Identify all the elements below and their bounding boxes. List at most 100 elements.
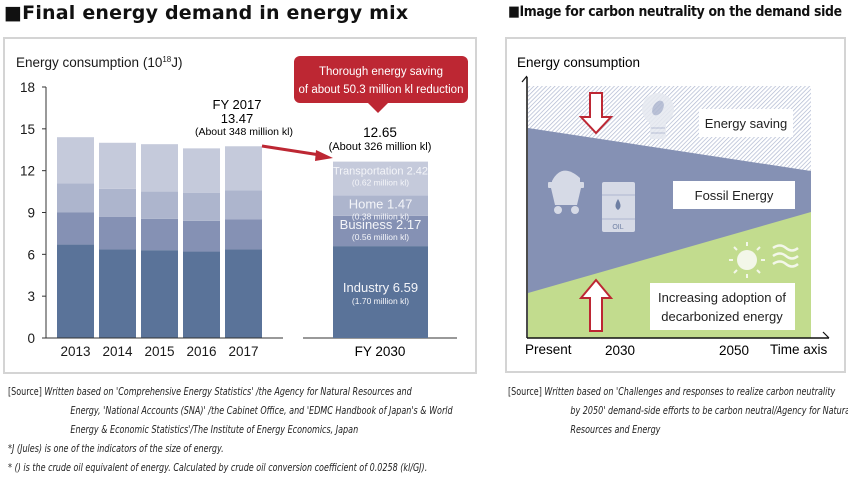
sun-icon <box>729 242 765 278</box>
down-arrow-icon <box>578 92 614 135</box>
y-axis-ticks: 0 3 6 9 12 15 18 <box>20 80 46 346</box>
oil-barrel-icon: OIL <box>602 182 635 232</box>
y-tick-label: 3 <box>27 289 35 304</box>
x-axis-tick-labels: 2013 2014 2015 2016 2017 <box>60 344 258 359</box>
decarbonized-label-line-1: Increasing adoption of <box>658 290 786 305</box>
left-source-line-2: Energy, 'National Accounts (SNA)' /the C… <box>70 405 453 417</box>
bar-home-2016 <box>183 192 220 221</box>
y-axis-label: Energy consumption (1018J) <box>16 55 183 70</box>
decarbonized-label-line-2: decarbonized energy <box>661 309 783 324</box>
callout-line-2: of about 50.3 million kl reduction <box>299 84 464 96</box>
right-source-notes: [Source] Written based on 'Challenges an… <box>508 383 848 440</box>
fy2030-total-annotation: 12.65 (About 326 million kl) <box>329 125 432 153</box>
right-source-line-1: Written based on 'Challenges and respons… <box>544 386 836 398</box>
y-tick-label: 18 <box>20 80 35 95</box>
fy2017-total: 13.47 <box>221 111 254 126</box>
left-section-heading: ■Final energy demand in energy mix <box>4 2 409 24</box>
bar-transportation-2013 <box>57 137 94 184</box>
left-source-line-1: Written based on 'Comprehensive Energy S… <box>44 386 412 398</box>
bar-transportation-2014 <box>99 142 136 189</box>
left-source-line-3: Energy & Economic Statistics'/The Instit… <box>70 424 359 436</box>
fy2017-annotation: FY 2017 13.47 (About 348 million kl) <box>195 97 293 138</box>
arrow-head-icon <box>315 150 333 161</box>
left-note-1: *J (Jules) is one of the indicators of t… <box>8 443 224 455</box>
bar-industry-2013 <box>57 244 94 338</box>
wind-icon <box>772 244 799 268</box>
bar-transportation-2016 <box>183 148 220 193</box>
oil-barrel-label: OIL <box>612 224 623 231</box>
fy2030-total: 12.65 <box>363 125 397 140</box>
y-axis-label-superscript: 18 <box>162 55 171 64</box>
fy2030-segment-sublabel: (0.62 million kl) <box>352 178 409 188</box>
fy2030-crude-equivalent: (About 326 million kl) <box>329 141 432 153</box>
bar-home-2013 <box>57 183 94 213</box>
y-tick-label: 15 <box>20 122 35 137</box>
y-tick-label: 0 <box>27 331 35 346</box>
bar-transportation-2015 <box>141 144 178 192</box>
bar-industry-2016 <box>183 251 220 338</box>
y-tick-label: 9 <box>27 206 35 221</box>
reduction-arrow <box>261 144 333 161</box>
right-section-heading: ■Image for carbon neutrality on the dema… <box>508 4 842 20</box>
right-source-tag: [Source] <box>508 386 542 398</box>
diagram-y-axis-label: Energy consumption <box>517 55 640 70</box>
y-tick-label: 12 <box>20 164 35 179</box>
bar-industry-2014 <box>99 249 136 338</box>
bar-home-2014 <box>99 188 136 217</box>
fossil-energy-label: Fossil Energy <box>695 188 774 203</box>
bar-business-2015 <box>141 218 178 251</box>
right-source-line-3: Resources and Energy <box>570 424 661 436</box>
decarbonized-label-box: Increasing adoption of decarbonized ener… <box>650 283 795 330</box>
bar-business-2014 <box>99 216 136 250</box>
bar-series <box>57 137 262 338</box>
diagram-x-axis-arrow-icon <box>822 331 830 339</box>
fy2030-bar-industry <box>333 246 428 338</box>
energy-saving-callout: Thorough energy saving of about 50.3 mil… <box>294 56 468 113</box>
fy2030-segment-label: Transportation 2.42 <box>333 166 428 178</box>
x-tick-label: 2013 <box>60 344 90 359</box>
fy2030-bar-home <box>333 195 428 216</box>
bar-industry-2017 <box>225 249 262 338</box>
x-tick-label: 2015 <box>144 344 174 359</box>
fy2030-segment-sublabel: (0.56 million kl) <box>352 232 409 242</box>
bar-business-2016 <box>183 220 220 252</box>
bar-industry-2015 <box>141 250 178 338</box>
fy2017-label: FY 2017 <box>213 97 262 112</box>
light-bulb-leaf-icon <box>642 93 674 139</box>
fy2030-segment-sublabel: (0.38 million kl) <box>352 211 409 221</box>
coal-cart-icon <box>548 170 584 214</box>
fy2030-bar-business <box>333 215 428 247</box>
fy2030-segment-label: Business 2.17 <box>340 217 422 232</box>
fy2030-segment-sublabel: (1.70 million kl) <box>352 296 409 306</box>
callout-line-1: Thorough energy saving <box>319 66 443 78</box>
left-note-2: * () is the crude oil equivalent of ener… <box>8 462 428 474</box>
diagram-x-tick-2030: 2030 <box>605 343 635 358</box>
fy2030-axis-label: FY 2030 <box>355 344 406 359</box>
bar-home-2015 <box>141 191 178 219</box>
energy-saving-label: Energy saving <box>705 116 787 131</box>
bar-business-2017 <box>225 219 262 250</box>
fy2030-stacked-bar: Industry 6.59(1.70 million kl) Business 2… <box>333 161 428 338</box>
diagram-y-axis-arrow-icon <box>521 75 528 83</box>
diagram-x-tick-present: Present <box>525 342 572 357</box>
bar-business-2013 <box>57 212 94 245</box>
left-source-tag: [Source] <box>8 386 42 398</box>
left-source-notes: [Source] Written based on 'Comprehensive… <box>8 383 453 478</box>
diagram-x-axis-label: Time axis <box>770 342 828 357</box>
fy2017-crude-equivalent: (About 348 million kl) <box>195 126 293 138</box>
up-arrow-icon <box>578 278 614 332</box>
fy2030-segment-label: Industry 6.59 <box>343 280 418 295</box>
diagram-x-tick-2050: 2050 <box>719 343 749 358</box>
energy-saving-label-box: Energy saving <box>699 109 793 137</box>
fossil-energy-label-box: Fossil Energy <box>673 181 795 209</box>
y-tick-label: 6 <box>27 247 35 262</box>
x-tick-label: 2016 <box>186 344 216 359</box>
bar-transportation-2017 <box>225 146 262 191</box>
fy2030-bar-transportation <box>333 161 428 196</box>
x-tick-label: 2017 <box>228 344 258 359</box>
fy2030-segment-label: Home 1.47 <box>349 196 413 211</box>
right-source-line-2: by 2050' demand-side efforts to be carbo… <box>570 405 848 417</box>
x-tick-label: 2014 <box>102 344 133 359</box>
bar-home-2017 <box>225 190 262 220</box>
